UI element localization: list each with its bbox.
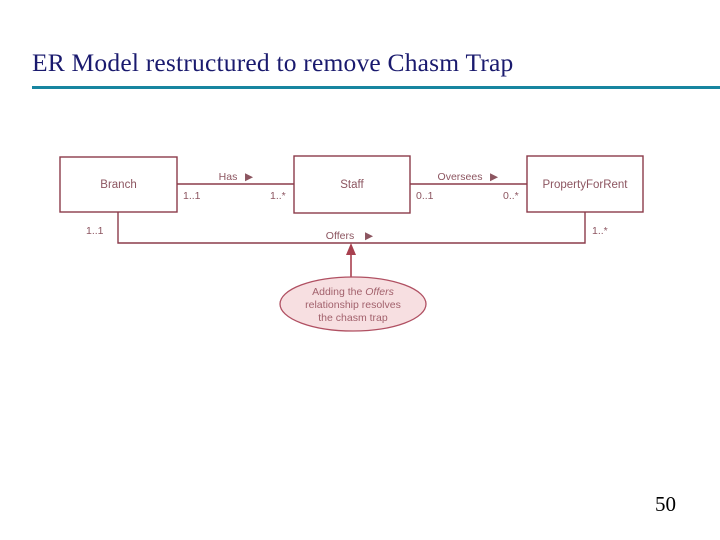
relationship-has-direction-icon: ▶ [245,171,254,183]
entity-propertyforrent-box[interactable] [526,155,644,213]
callout-annotation: Adding the Offers relationship resolves … [279,243,427,332]
relationship-offers-direction-icon: ▶ [365,230,374,242]
cardinality-propertyforrent-offers: 1..* [592,225,608,237]
cardinality-staff-has: 1..* [270,190,286,202]
relationship-offers-label: Offers [326,230,354,242]
relationship-oversees-label: Oversees [438,171,483,183]
cardinality-branch-offers: 1..1 [86,225,104,237]
title-underline-rule [32,86,720,89]
callout-line-3: the chasm trap [318,312,388,324]
callout-ellipse [279,276,427,332]
callout-line-1-emphasis: Offers [365,286,394,298]
callout-line-1-prefix: Adding the [312,286,365,298]
callout-line-1: Adding the Offers [312,286,394,298]
entity-staff-label: Staff [340,179,364,191]
cardinality-branch-has: 1..1 [183,190,201,202]
entity-propertyforrent[interactable]: PropertyForRent [526,155,644,213]
entity-propertyforrent-label: PropertyForRent [542,179,628,191]
entity-branch-label: Branch [100,179,136,191]
page-number: 50 [655,492,676,516]
cardinality-propertyforrent-oversees: 0..* [503,190,519,202]
callout-line-2: relationship resolves [305,299,401,311]
page-title: ER Model restructured to remove Chasm Tr… [32,48,514,77]
relationship-oversees: Oversees ▶ 0..1 0..* [416,171,519,202]
entity-boxes: Branch Staff PropertyForRent [59,155,644,214]
entity-branch[interactable]: Branch [59,156,178,213]
relationship-has: Has ▶ 1..1 1..* [183,171,286,202]
connector-offers [117,212,586,244]
relationship-has-label: Has [219,171,238,183]
relationship-offers: Offers ▶ 1..1 1..* [86,225,608,242]
entity-staff-box[interactable] [293,155,411,214]
cardinality-staff-oversees: 0..1 [416,190,434,202]
connector-lines [117,183,586,244]
entity-branch-box[interactable] [59,156,178,213]
relationship-oversees-direction-icon: ▶ [490,171,499,183]
entity-staff[interactable]: Staff [293,155,411,214]
callout-arrow-icon [346,243,356,255]
